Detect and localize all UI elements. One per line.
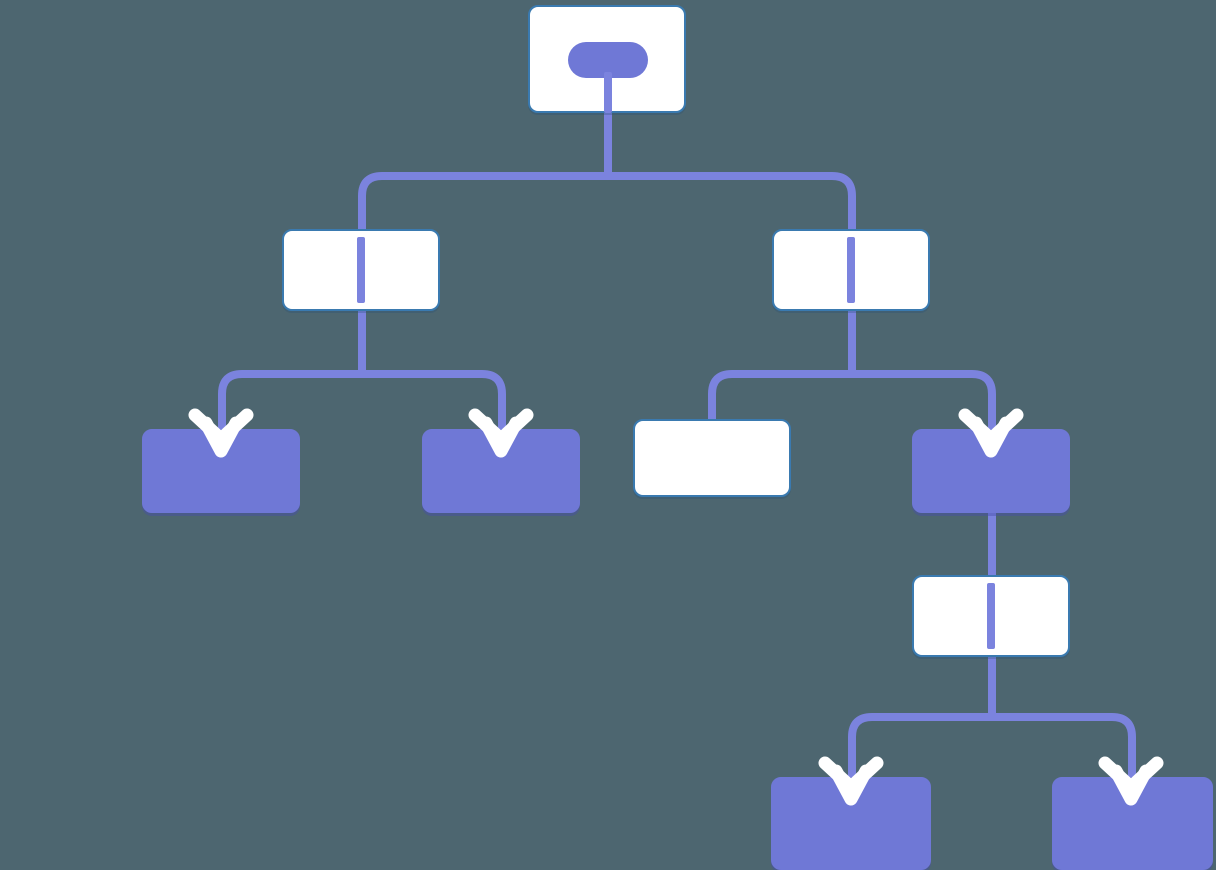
tree-node-n-r1-a[interactable]	[633, 419, 791, 497]
connector-edge	[852, 370, 996, 432]
connector-edge	[992, 713, 1136, 780]
node-content-pill	[568, 42, 648, 78]
tree-node-n-r2-a[interactable]	[771, 777, 931, 870]
connector-edge	[218, 370, 362, 432]
connector-edge	[848, 713, 992, 780]
connector-edge	[362, 370, 506, 432]
connector-edge	[358, 172, 608, 229]
tree-node-n-l1-b[interactable]	[422, 429, 580, 513]
tree-node-n-r1[interactable]	[772, 229, 930, 311]
connector-edge	[608, 172, 856, 229]
tree-node-n-r2-b[interactable]	[1052, 777, 1213, 870]
tree-node-n-l1[interactable]	[282, 229, 440, 311]
tree-node-n-l1-a[interactable]	[142, 429, 300, 513]
tree-node-n-r2[interactable]	[912, 575, 1070, 657]
connector-edge	[708, 370, 852, 419]
tree-node-n-r1-b[interactable]	[912, 429, 1070, 513]
